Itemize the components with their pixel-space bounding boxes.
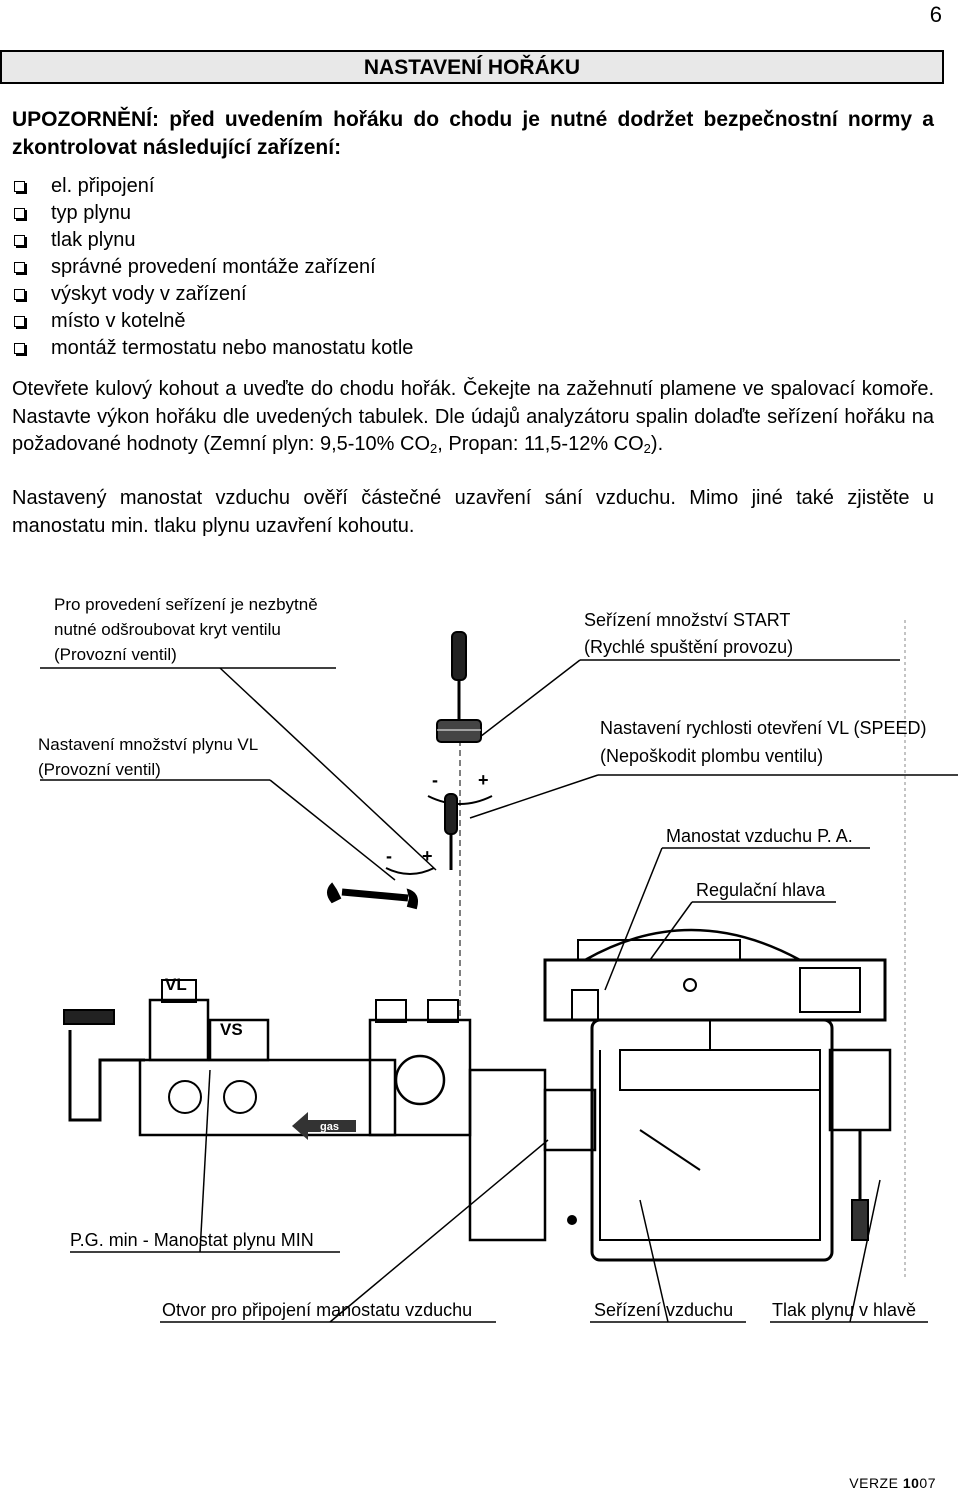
label-speed: Nastavení rychlosti otevření VL (SPEED) [600, 718, 926, 738]
air-switch-paragraph: Nastavený manostat vzduchu ověří částečn… [12, 487, 934, 537]
checklist-item: místo v kotelně [12, 308, 912, 335]
svg-text:-: - [386, 846, 392, 866]
label-start: Seřízení množství START [584, 610, 790, 630]
svg-text:(Rychlé spuštění provozu): (Rychlé spuštění provozu) [584, 637, 793, 657]
page-number: 6 [929, 2, 942, 27]
label-cover: Pro provedení seřízení je nezbytně [54, 595, 318, 614]
label-valve-vs: VS [220, 1020, 243, 1039]
section-title: NASTAVENÍ HOŘÁKU [0, 50, 944, 84]
checkbox-icon [14, 208, 25, 219]
label-head-pressure: Tlak plynu v hlavě [772, 1300, 916, 1320]
svg-text:(Provozní ventil): (Provozní ventil) [38, 760, 161, 779]
instructions-paragraph: Otevřete kulový kohout a uveďte do chodu… [12, 378, 934, 456]
checkbox-icon [14, 316, 25, 327]
checklist: el. připojení typ plynu tlak plynu správ… [12, 173, 912, 362]
label-gas: gas [320, 1121, 339, 1133]
warning-text: UPOZORNĚNÍ: před uvedením hořáku do chod… [12, 108, 934, 159]
checklist-item: správné provedení montáže zařízení [12, 254, 912, 281]
footer-version: VERZE 1007 [849, 1475, 936, 1491]
checklist-item: el. připojení [12, 173, 912, 200]
svg-text:(Provozní ventil): (Provozní ventil) [54, 645, 177, 664]
svg-text:(Nepoškodit plombu ventilu): (Nepoškodit plombu ventilu) [600, 746, 823, 766]
burner-diagram: Pro provedení seřízení je nezbytně nutné… [38, 595, 958, 1323]
checkbox-icon [14, 262, 25, 273]
label-air-hole: Otvor pro připojení manostatu vzduchu [162, 1300, 472, 1320]
checklist-item: montáž termostatu nebo manostatu kotle [12, 335, 912, 362]
svg-text:+: + [478, 770, 489, 790]
svg-text:nutné odšroubovat kryt ventilu: nutné odšroubovat kryt ventilu [54, 620, 281, 639]
checklist-item: výskyt vody v zařízení [12, 281, 912, 308]
label-valve-vl: VL [165, 975, 187, 994]
checklist-item: tlak plynu [12, 227, 912, 254]
checkbox-icon [14, 235, 25, 246]
label-vl-amount: Nastavení množství plynu VL [38, 735, 258, 754]
checkbox-icon [14, 181, 25, 192]
svg-text:-: - [432, 770, 438, 790]
checkbox-icon [14, 289, 25, 300]
label-gas-min: P.G. min - Manostat plynu MIN [70, 1230, 314, 1250]
label-air-adjust: Seřízení vzduchu [594, 1300, 733, 1320]
checklist-item: typ plynu [12, 200, 912, 227]
label-head: Regulační hlava [696, 880, 826, 900]
checkbox-icon [14, 343, 25, 354]
svg-text:+: + [422, 846, 433, 866]
label-air-switch: Manostat vzduchu P. A. [666, 826, 853, 846]
